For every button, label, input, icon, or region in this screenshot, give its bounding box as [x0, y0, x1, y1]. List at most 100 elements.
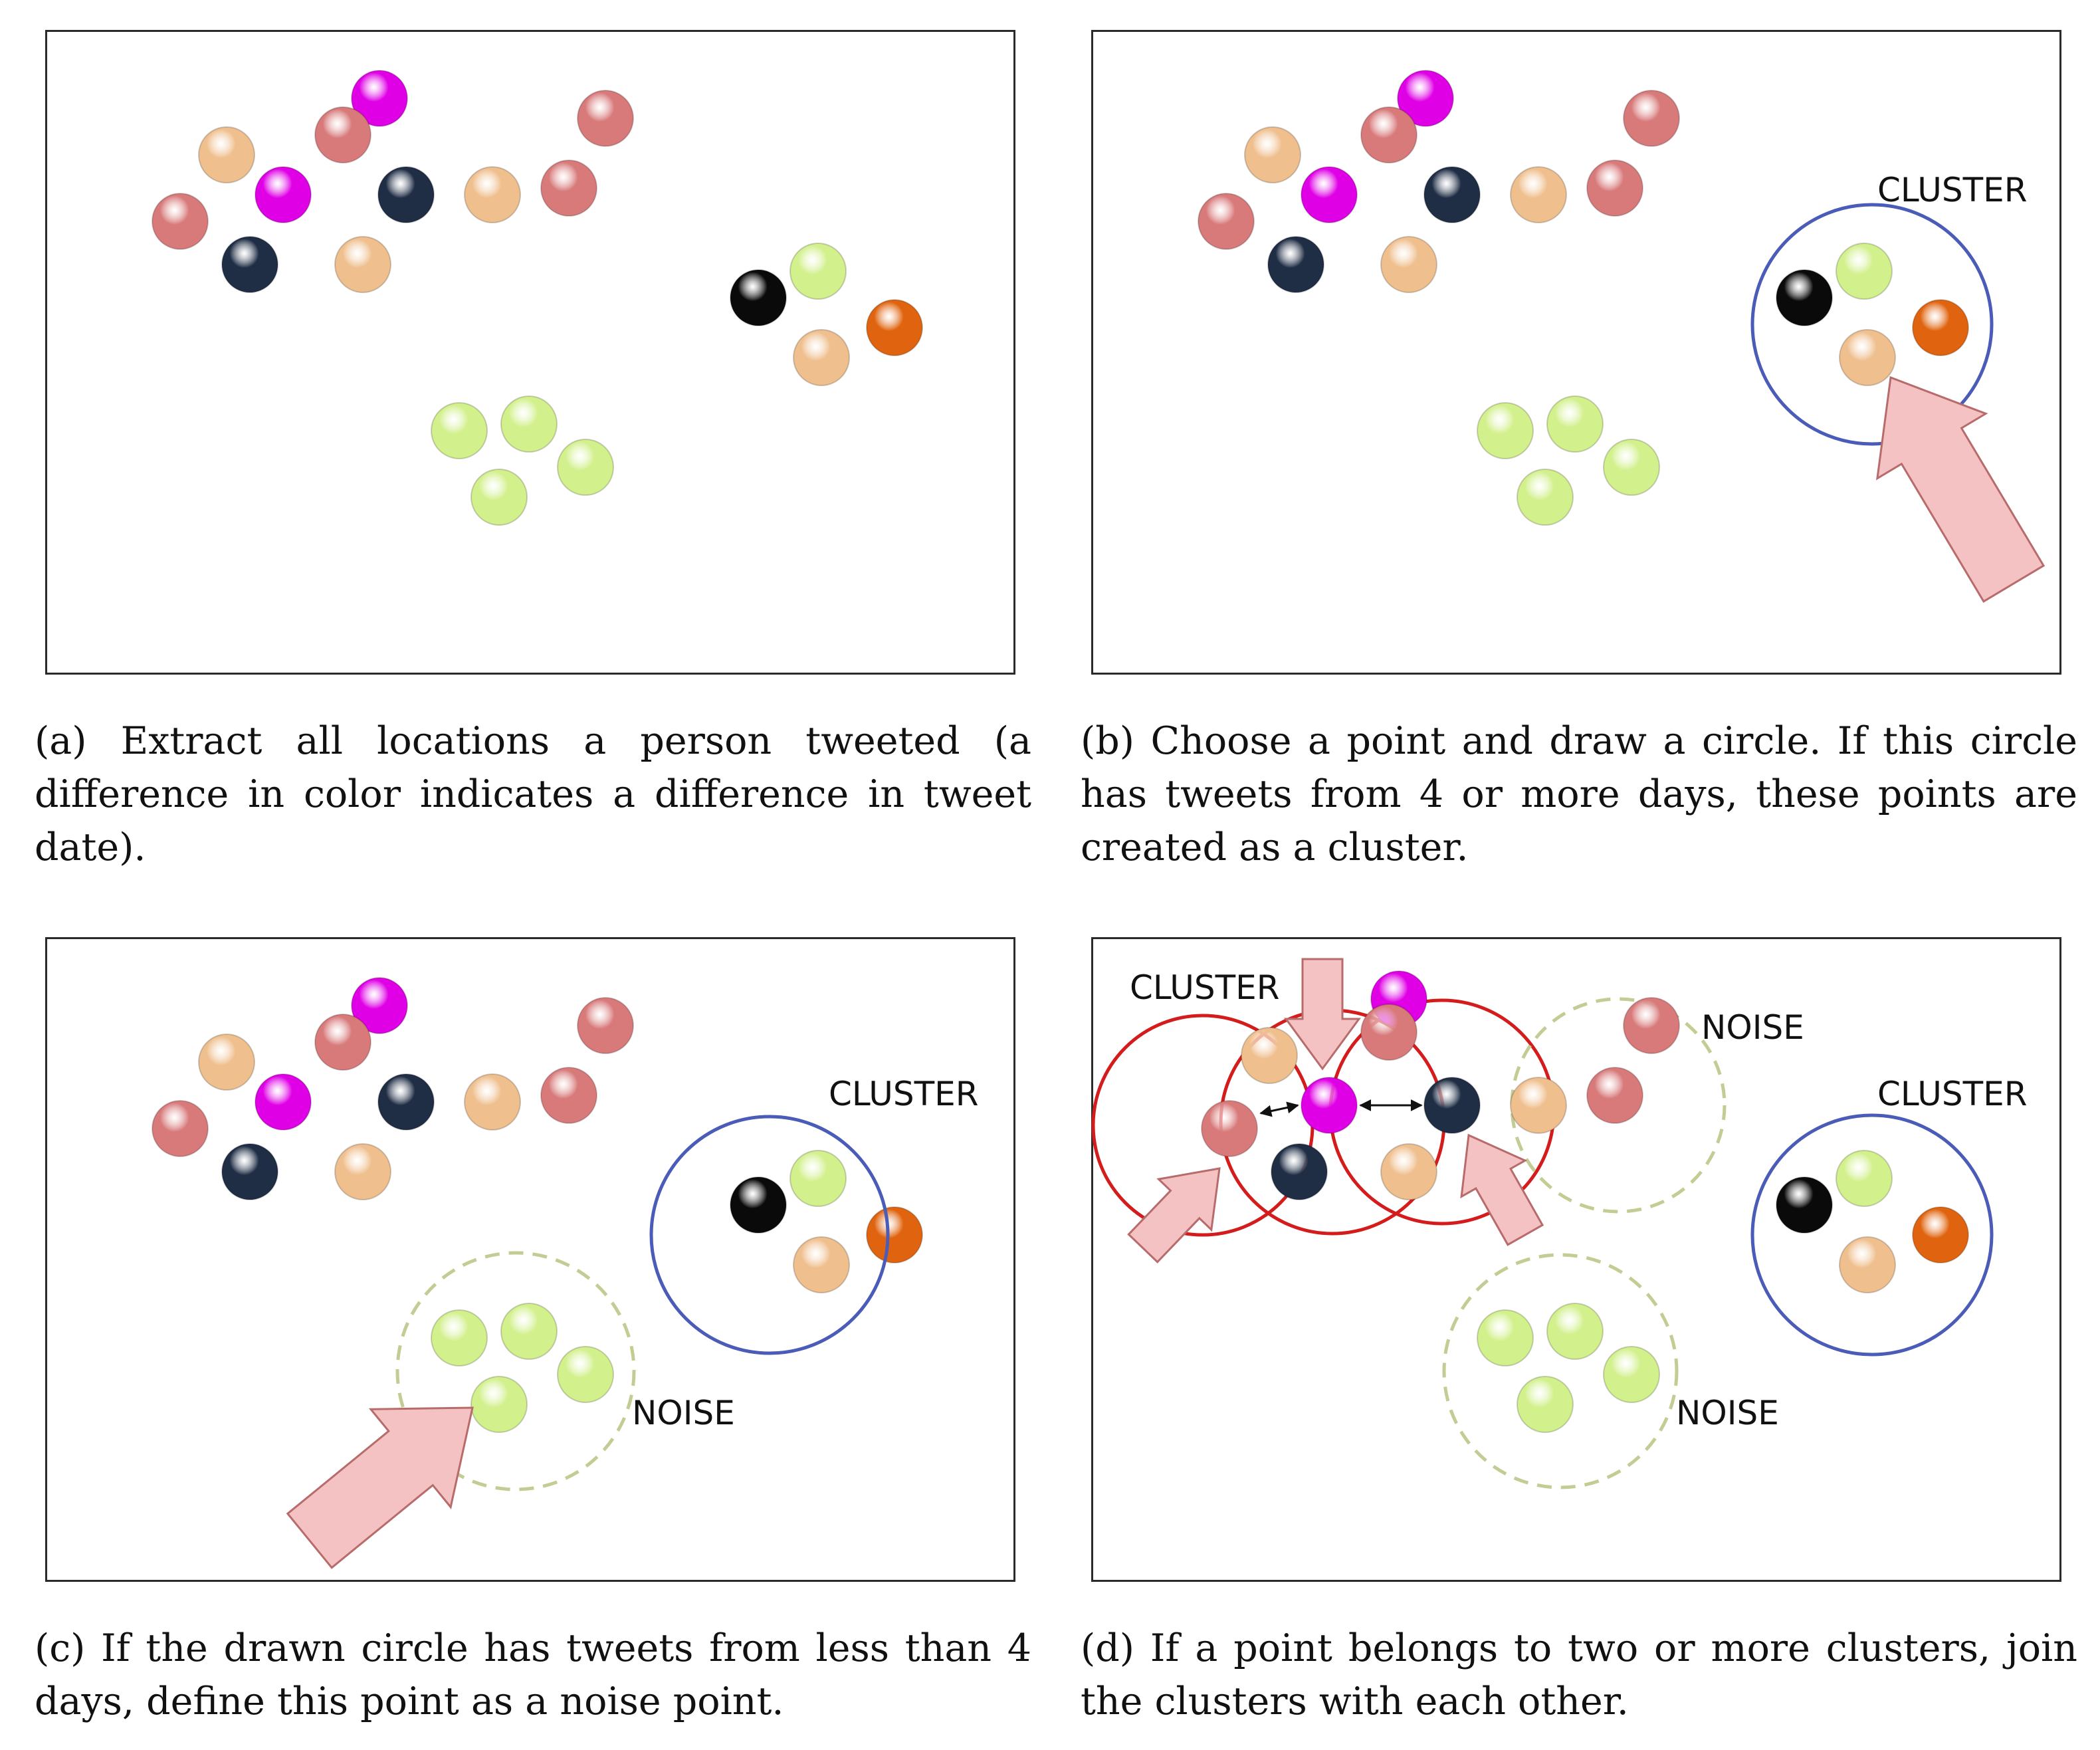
peach-tweet-point [1839, 1236, 1896, 1293]
noise-label: NOISE [632, 1394, 735, 1432]
panel-c-diagram: CLUSTER NOISE [152, 977, 979, 1569]
magenta-tweet-point [351, 70, 408, 127]
pointer-arrow-right [1460, 1133, 1544, 1246]
peach-tweet-point [1380, 1143, 1437, 1200]
salmon-tweet-point [540, 1067, 597, 1124]
cluster-label-left: CLUSTER [1130, 968, 1280, 1007]
orange-tweet-point [1912, 1206, 1969, 1263]
peach-tweet-point [334, 236, 391, 293]
panel-b-diagram: CLUSTER [1198, 70, 2046, 603]
double-arrow-left [1259, 1101, 1299, 1117]
panel-d-diagram: CLUSTER NOISE CLUSTER NOISE [1091, 958, 2028, 1489]
peach-tweet-point [198, 1034, 255, 1091]
salmon-tweet-point [1360, 1004, 1418, 1061]
lime-tweet-point [1517, 469, 1574, 526]
peach-tweet-point [1380, 236, 1437, 293]
salmon-tweet-point [152, 1100, 209, 1157]
lime-tweet-point [1517, 1376, 1574, 1433]
peach-tweet-point [334, 1143, 391, 1200]
noise-label-top: NOISE [1701, 1008, 1804, 1047]
panel-c: CLUSTER NOISE [45, 937, 1015, 1582]
magenta-tweet-point [1397, 70, 1454, 127]
noise-circle [395, 1251, 636, 1491]
peach-tweet-point [464, 166, 521, 223]
caption-d: (d) If a point belongs to two or more cl… [1081, 1626, 2077, 1723]
peach-tweet-point [1510, 166, 1567, 223]
lime-tweet-point [1546, 395, 1604, 453]
lime-tweet-point [1477, 1309, 1534, 1367]
salmon-tweet-point [1360, 106, 1418, 164]
black-tweet-point [730, 1176, 787, 1234]
orange-tweet-point [1912, 299, 1969, 356]
cluster-label: CLUSTER [829, 1075, 979, 1113]
noise-label-bottom: NOISE [1676, 1394, 1779, 1432]
salmon-tweet-point [1586, 1067, 1643, 1124]
lime-tweet-point [1836, 243, 1893, 300]
navy-tweet-point [377, 1073, 435, 1131]
navy-tweet-point [1423, 1077, 1481, 1134]
black-tweet-point [1776, 1176, 1833, 1234]
pointer-arrow [286, 1406, 474, 1569]
salmon-tweet-point [314, 106, 371, 164]
salmon-tweet-point [1623, 997, 1680, 1054]
pointer-arrow [1876, 376, 2046, 603]
lime-tweet-point [471, 469, 528, 526]
panel-a [45, 30, 1015, 675]
peach-tweet-point [464, 1073, 521, 1131]
navy-tweet-point [1423, 166, 1481, 223]
panel-b: CLUSTER [1091, 30, 2061, 675]
lime-tweet-point [1603, 439, 1660, 496]
lime-tweet-point [500, 395, 558, 453]
navy-tweet-point [377, 166, 435, 223]
peach-tweet-point [793, 329, 850, 386]
navy-tweet-point [221, 236, 278, 293]
peach-tweet-point [1510, 1077, 1567, 1134]
lime-tweet-point [1836, 1150, 1893, 1207]
lime-tweet-point [431, 1309, 488, 1367]
caption-c: (c) If the drawn circle has tweets from … [35, 1626, 1031, 1723]
caption-a: (a) Extract all locations a person tweet… [35, 719, 1031, 869]
magenta-tweet-point [255, 166, 312, 223]
cluster-label-right: CLUSTER [1877, 1075, 2028, 1113]
noise-circle-bottom [1442, 1253, 1679, 1489]
salmon-tweet-point [314, 1014, 371, 1071]
black-tweet-point [1776, 269, 1833, 326]
navy-tweet-point [1271, 1143, 1328, 1200]
lime-tweet-point [557, 439, 614, 496]
pointer-arrow-left [1127, 1167, 1221, 1263]
lime-tweet-point [471, 1376, 528, 1433]
lime-tweet-point [557, 1346, 614, 1403]
salmon-tweet-point [1198, 193, 1255, 250]
navy-tweet-point [1267, 236, 1324, 293]
magenta-tweet-point [351, 977, 408, 1034]
lime-tweet-point [789, 243, 847, 300]
salmon-tweet-point [1623, 90, 1680, 147]
salmon-tweet-point [540, 160, 597, 217]
panel-a-diagram [152, 70, 923, 526]
salmon-tweet-point [152, 193, 209, 250]
peach-tweet-point [1839, 329, 1896, 386]
lime-tweet-point [789, 1150, 847, 1207]
caption-b: (b) Choose a point and draw a circle. If… [1081, 719, 2077, 869]
navy-tweet-point [221, 1143, 278, 1200]
magenta-tweet-point [255, 1073, 312, 1131]
lime-tweet-point [1603, 1346, 1660, 1403]
cluster-circle [1750, 203, 1994, 446]
peach-tweet-point [1241, 1027, 1298, 1084]
cluster-label: CLUSTER [1877, 171, 2028, 209]
pointer-arrow-top [1284, 958, 1361, 1071]
lime-tweet-point [1477, 402, 1534, 459]
cluster-circle [649, 1115, 890, 1355]
cluster-circle [1750, 1113, 1994, 1357]
peach-tweet-point [793, 1236, 850, 1293]
panel-d: CLUSTER NOISE CLUSTER NOISE [1091, 937, 2061, 1582]
salmon-tweet-point [1586, 160, 1643, 217]
salmon-tweet-point [577, 997, 634, 1054]
lime-tweet-point [431, 402, 488, 459]
salmon-tweet-point [577, 90, 634, 147]
salmon-tweet-point [1201, 1100, 1258, 1157]
peach-tweet-point [1244, 126, 1301, 183]
lime-tweet-point [1546, 1303, 1604, 1360]
peach-tweet-point [198, 126, 255, 183]
black-tweet-point [730, 269, 787, 326]
